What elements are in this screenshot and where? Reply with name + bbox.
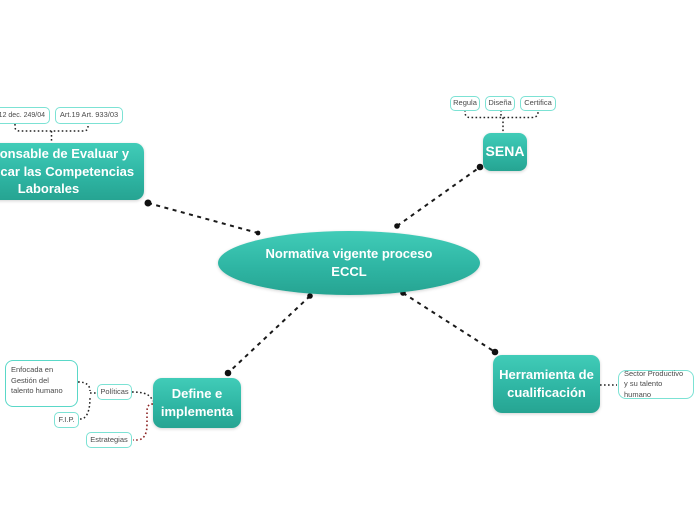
central-topic-label: Normativa vigente proceso ECCL (265, 246, 433, 279)
node-responsable-label: Responsable de Evaluar y Certificar las … (0, 145, 135, 197)
connector-politicas-define (131, 391, 154, 402)
connector-endpoint-dot (255, 230, 261, 236)
tag-disena-label: Diseña (488, 98, 512, 108)
node-sena-label: SENA (485, 143, 525, 160)
tag-fip[interactable]: F.I.P. (54, 412, 79, 428)
connector-estrategias-define (133, 403, 154, 441)
node-herramienta-cualificacion[interactable]: Herramienta de cualificación (493, 355, 600, 413)
tag-certifica-label: Certifica (524, 98, 552, 108)
tag-politicas[interactable]: Políticas (97, 384, 132, 400)
connector-endpoint-dot (144, 199, 152, 207)
node-define-implementa[interactable]: Define e implementa (153, 378, 241, 428)
tag-fip-label: F.I.P. (58, 414, 75, 424)
brace-fip-politicas (79, 396, 91, 420)
staple-responsable-tags (14, 124, 89, 132)
brace-enfocada-politicas (77, 381, 91, 392)
tag-certifica[interactable]: Certifica (520, 96, 556, 111)
note-enfocada-gestion[interactable]: Enfocada en Gestión del talento humano (5, 360, 78, 407)
node-herramienta-label: Herramienta de cualificación (499, 367, 594, 400)
note-sector-productivo[interactable]: Sector Productivo y su talento humano (618, 368, 694, 399)
connector-center-define (227, 295, 311, 374)
node-central-topic[interactable]: Normativa vigente proceso ECCL (218, 231, 480, 295)
tag-estrategias[interactable]: Estrategias (86, 432, 132, 448)
tag-decreto-249[interactable]: 12 dec. 249/04 (0, 107, 50, 124)
node-responsable[interactable]: Responsable de Evaluar y Certificar las … (0, 143, 144, 200)
tag-regula[interactable]: Regula (450, 96, 480, 111)
note-enfocada-gestion-label: Enfocada en Gestión del talento humano (11, 365, 63, 395)
node-sena[interactable]: SENA (483, 133, 527, 171)
tag-articulo-933-label: Art.19 Art. 933/03 (59, 110, 119, 120)
connector-endpoint-dot (394, 223, 400, 229)
tag-politicas-label: Políticas (100, 386, 129, 396)
connector-center-sena (396, 166, 481, 227)
connector-endpoint-dot (491, 348, 499, 356)
connector-responsable-center (147, 202, 259, 234)
connector-center-herramienta (402, 292, 496, 353)
tag-estrategias-label: Estrategias (90, 434, 128, 444)
node-define-label: Define e implementa (160, 386, 234, 419)
note-sector-productivo-label: Sector Productivo y su talento humano (624, 368, 684, 399)
tag-articulo-933[interactable]: Art.19 Art. 933/03 (55, 107, 123, 124)
tag-regula-label: Regula (453, 98, 477, 108)
tag-decreto-249-label: 12 dec. 249/04 (0, 111, 45, 119)
tag-disena[interactable]: Diseña (485, 96, 515, 111)
staple-sena-tags (464, 110, 539, 119)
connector-endpoint-dot (224, 369, 232, 377)
connector-endpoint-dot (307, 293, 313, 299)
